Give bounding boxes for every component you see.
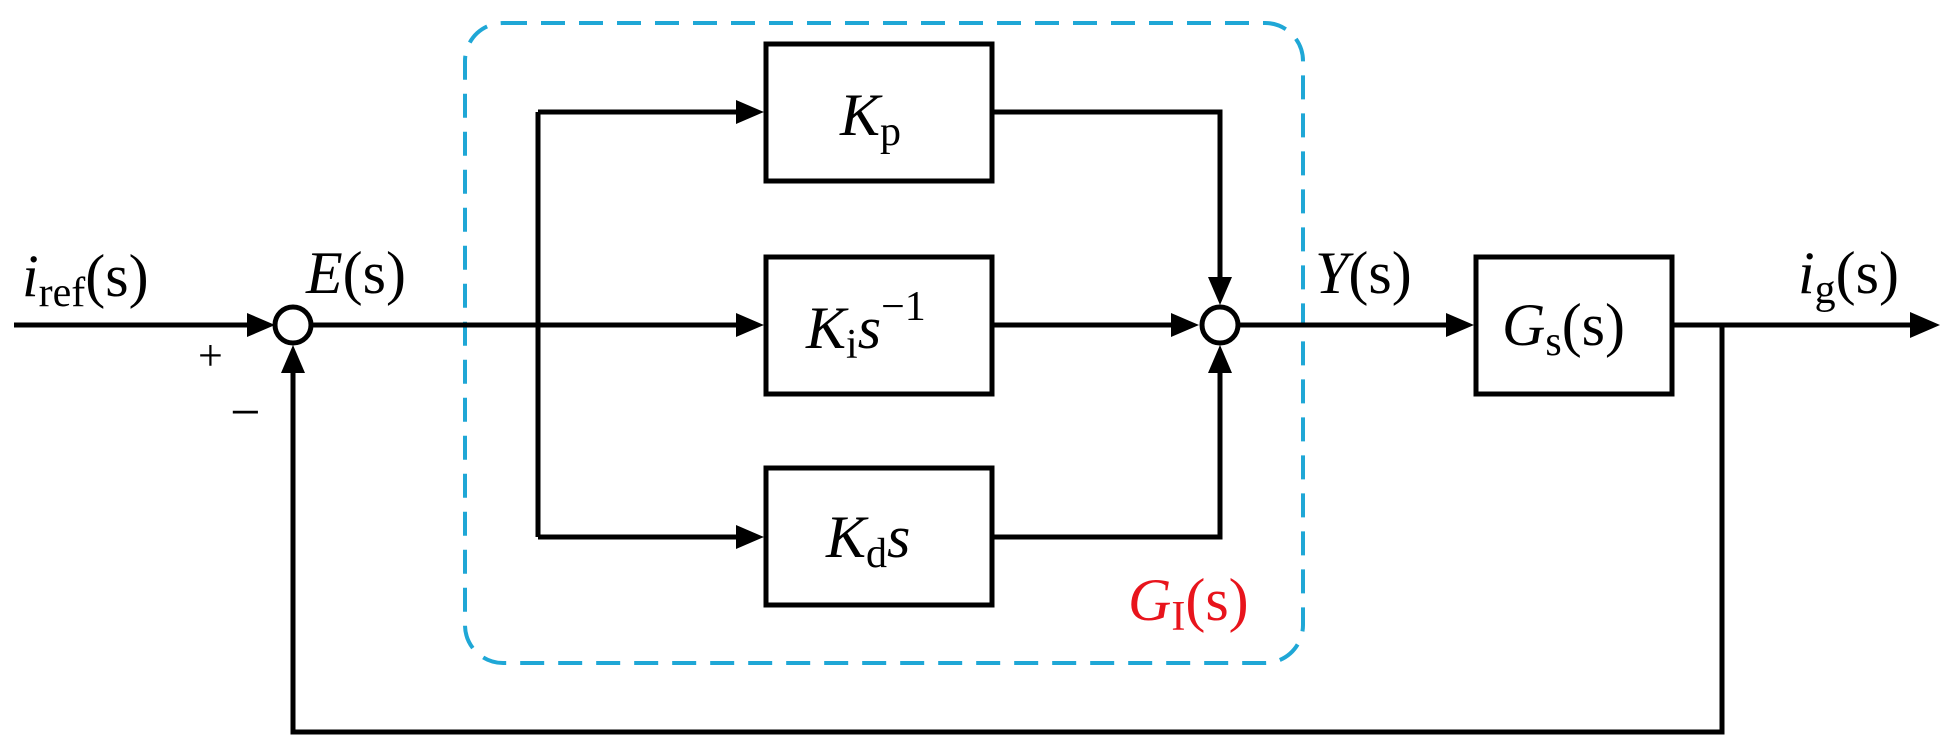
derivative-arrowhead xyxy=(736,525,764,549)
proportional-gain-label: Kp xyxy=(839,82,901,155)
plant-arrowhead xyxy=(1446,313,1474,337)
controller-group-border xyxy=(463,21,1305,665)
input-signal-label: iref(s) xyxy=(22,243,149,316)
plant-transfer-label: Gs(s) xyxy=(1502,292,1625,365)
input-arrowhead xyxy=(247,313,275,337)
derivative-out-wire xyxy=(992,364,1223,540)
error-signal-label: E(s) xyxy=(305,240,406,306)
integral-gain-label: Kis−1 xyxy=(805,284,926,368)
plant-block xyxy=(1473,254,1675,397)
feedback-wire xyxy=(290,325,1725,735)
integral-arrowhead xyxy=(736,313,764,337)
output-signal-label: ig(s) xyxy=(1798,240,1899,313)
proportional-out-wire xyxy=(992,109,1223,286)
integral-block xyxy=(763,254,995,397)
proportional-block xyxy=(763,41,995,184)
derivative-block xyxy=(763,465,995,608)
summing-junction-output xyxy=(1199,304,1241,346)
sum2-bottom-arrowhead xyxy=(1208,345,1232,373)
sum2-left-arrowhead xyxy=(1171,313,1199,337)
proportional-arrowhead xyxy=(736,100,764,124)
control-signal-label: Y(s) xyxy=(1315,240,1412,306)
feedback-arrowhead xyxy=(281,345,305,373)
output-arrowhead xyxy=(1910,312,1940,338)
controller-transfer-label: GI(s) xyxy=(1128,567,1249,640)
derivative-gain-label: Kds xyxy=(825,504,910,577)
sum2-top-arrowhead xyxy=(1208,277,1232,305)
plus-sign: + xyxy=(198,331,223,380)
minus-sign: − xyxy=(230,382,260,442)
summing-junction-error xyxy=(272,304,314,346)
